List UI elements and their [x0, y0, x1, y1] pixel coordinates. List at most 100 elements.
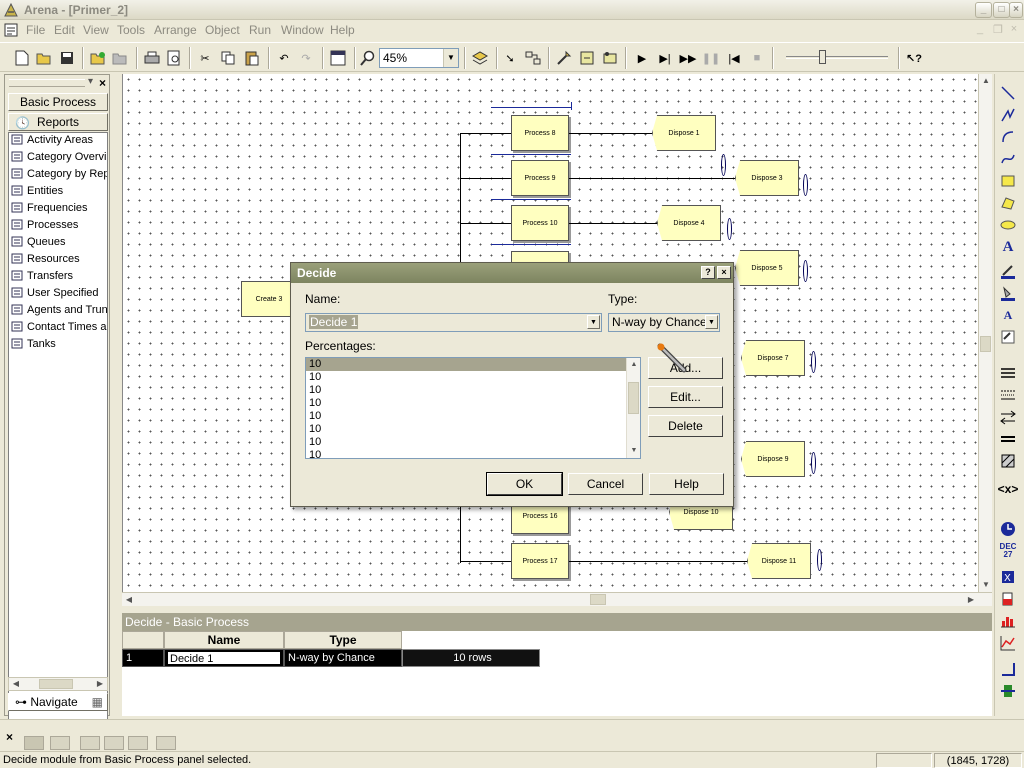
list-item[interactable]: Activity Areas	[11, 133, 107, 150]
scroll-thumb[interactable]	[39, 679, 73, 689]
fill-pattern-icon[interactable]	[999, 452, 1017, 470]
chevron-down-icon[interactable]: ▼	[630, 447, 638, 454]
chevron-left-icon[interactable]: ◀	[12, 679, 20, 688]
chevron-up-icon[interactable]: ▲	[630, 361, 638, 368]
box-icon[interactable]	[999, 172, 1017, 190]
reports-panel-button[interactable]: 🕓 Reports	[8, 113, 108, 131]
zoom-icon[interactable]	[358, 48, 378, 68]
process-module[interactable]: Process 17	[511, 543, 569, 579]
new-icon[interactable]	[12, 48, 32, 68]
template-detach-icon[interactable]	[110, 48, 130, 68]
percentages-cell[interactable]: 10 rows	[402, 649, 540, 667]
level-icon[interactable]	[999, 590, 1017, 608]
dialog-title-bar[interactable]: Decide ? ×	[291, 263, 733, 283]
column-header-name[interactable]: Name	[164, 631, 284, 649]
minimize-button[interactable]: _	[975, 2, 992, 18]
toolbar-button-icon[interactable]	[104, 736, 124, 750]
name-combo[interactable]: Decide 1 ▼	[305, 313, 602, 332]
show-dimensions-icon[interactable]: <x>	[997, 482, 1019, 496]
toolbar-button-icon[interactable]	[24, 736, 44, 750]
list-item[interactable]: Entities	[11, 184, 107, 201]
list-item[interactable]: Category by Rep	[11, 167, 107, 184]
template-attach-icon[interactable]	[88, 48, 108, 68]
percentages-list[interactable]: 10 10 10 10 10 10 10 10 ▲ ▼	[305, 357, 641, 459]
print-icon[interactable]	[142, 48, 162, 68]
mdi-restore-button[interactable]: ❐	[993, 24, 1003, 36]
smart-connect-icon[interactable]	[523, 48, 543, 68]
redo-icon[interactable]: ↷	[301, 52, 311, 65]
menu-run[interactable]: Run	[249, 23, 272, 37]
dispose-module[interactable]: Dispose 5	[735, 250, 799, 286]
list-item[interactable]: Category Overvi	[11, 150, 107, 167]
line-color-icon[interactable]	[999, 262, 1017, 280]
menu-arrange[interactable]: Arrange	[154, 23, 197, 37]
dispose-module[interactable]: Dispose 9	[741, 441, 805, 477]
chevron-down-icon[interactable]: ▼	[705, 315, 718, 329]
dispose-module[interactable]: Dispose 1	[652, 115, 716, 151]
basic-process-panel-button[interactable]: Basic Process	[8, 93, 108, 111]
type-cell[interactable]: N-way by Chance	[284, 649, 402, 667]
list-item[interactable]: 10	[309, 384, 322, 396]
end-icon[interactable]: ■	[753, 52, 761, 64]
layers-icon[interactable]	[470, 48, 490, 68]
animate-icon[interactable]	[554, 48, 574, 68]
menu-help[interactable]: Help	[330, 23, 355, 37]
ellipse-icon[interactable]	[999, 216, 1017, 234]
name-cell[interactable]: Decide 1	[164, 649, 284, 667]
chevron-right-icon[interactable]: ▶	[967, 595, 975, 604]
arrow-style-icon[interactable]	[999, 408, 1017, 426]
percentages-scrollbar[interactable]: ▲ ▼	[626, 358, 640, 458]
list-item[interactable]: 10	[309, 423, 322, 435]
toolbar-button-icon[interactable]	[50, 736, 70, 750]
list-item[interactable]: Contact Times ar	[11, 320, 107, 337]
open-icon[interactable]	[34, 48, 54, 68]
scroll-thumb[interactable]	[628, 382, 639, 414]
undo-icon[interactable]: ↶	[279, 52, 289, 65]
dispose-module[interactable]: Dispose 4	[657, 205, 721, 241]
resource-animation-icon[interactable]	[999, 682, 1017, 700]
plot-icon[interactable]	[999, 634, 1017, 652]
mdi-minimize-button[interactable]: _	[976, 23, 984, 35]
list-item[interactable]: 10	[309, 436, 322, 448]
chevron-down-icon[interactable]: ▼	[587, 315, 600, 329]
process-module[interactable]: Process 10	[511, 205, 569, 241]
save-icon[interactable]	[57, 48, 77, 68]
whats-this-help-icon[interactable]: ↖?	[906, 52, 922, 65]
menu-view[interactable]: View	[83, 23, 109, 37]
list-item[interactable]: User Specified	[11, 286, 107, 303]
column-header-type[interactable]: Type	[284, 631, 402, 649]
step-icon[interactable]: ▶|	[659, 52, 671, 65]
type-combo[interactable]: N-way by Chance ▼	[608, 313, 720, 332]
variable-icon[interactable]: X	[999, 568, 1017, 586]
name-cell-value[interactable]: Decide 1	[167, 651, 281, 665]
connect-icon[interactable]: ➘	[505, 52, 515, 65]
menu-file[interactable]: File	[26, 23, 46, 37]
scroll-thumb[interactable]	[980, 336, 991, 352]
panel-options-icon[interactable]: ▦	[91, 695, 103, 709]
fast-forward-icon[interactable]: ▶▶	[679, 52, 697, 65]
animate-route-icon[interactable]	[600, 48, 620, 68]
toolbar-button-icon[interactable]	[156, 736, 176, 750]
go-icon[interactable]: ▶	[637, 52, 647, 65]
toolbar-button-icon[interactable]	[80, 736, 100, 750]
menu-object[interactable]: Object	[205, 23, 240, 37]
canvas-vertical-scrollbar[interactable]: ▲ ▼	[978, 74, 992, 592]
polyline-icon[interactable]	[999, 106, 1017, 124]
chevron-down-icon[interactable]: ▼	[982, 580, 990, 589]
close-icon[interactable]: ×	[717, 266, 731, 279]
polygon-icon[interactable]	[999, 194, 1017, 212]
paste-icon[interactable]	[242, 48, 262, 68]
menu-window[interactable]: Window	[281, 23, 324, 37]
help-icon[interactable]: ?	[701, 266, 715, 279]
reports-horizontal-scrollbar[interactable]: ◀ ▶	[8, 677, 108, 691]
canvas-horizontal-scrollbar[interactable]: ◀ ▶	[122, 592, 992, 606]
process-module[interactable]: Process 8	[511, 115, 569, 151]
view-layer-icon[interactable]	[328, 48, 348, 68]
navigate-panel-button[interactable]: ⊶ Navigate ▦	[8, 693, 108, 711]
line-pattern-icon[interactable]	[999, 430, 1017, 448]
cancel-button[interactable]: Cancel	[568, 473, 643, 495]
background-color-icon[interactable]	[999, 328, 1017, 346]
chevron-up-icon[interactable]: ▲	[982, 76, 990, 85]
histogram-icon[interactable]	[999, 612, 1017, 630]
